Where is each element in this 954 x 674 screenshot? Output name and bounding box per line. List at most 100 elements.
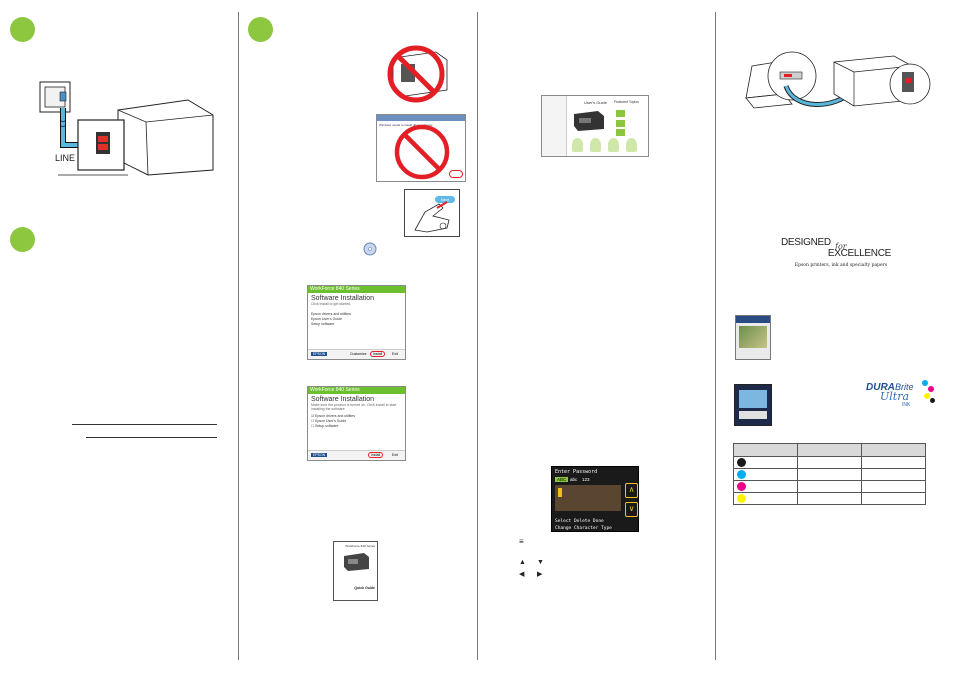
lcd-footer-line1: Select Delete Done xyxy=(555,519,604,524)
cancel-prohibition-icon xyxy=(394,124,450,180)
booklet-subtitle: Quick Guide xyxy=(354,586,375,590)
window-title-bar: WorkForce 840 Series xyxy=(308,286,405,293)
logo-for: for xyxy=(835,242,847,251)
install-option-checked: ☐ Epson User's Guide xyxy=(311,419,347,423)
lcd-tab[interactable]: abc xyxy=(570,477,578,482)
table-row xyxy=(733,492,926,505)
lcd-tab[interactable]: 123 xyxy=(582,477,590,482)
text-cursor xyxy=(558,488,562,497)
topic-tile xyxy=(608,138,619,152)
cyan-ink-dot xyxy=(737,470,746,479)
window-footer: EPSON Customize Install Exit xyxy=(308,349,405,359)
up-arrow-button[interactable]: ∧ xyxy=(625,483,638,498)
table-header-cell xyxy=(861,443,926,457)
topic-tile xyxy=(572,138,583,152)
printer-icon xyxy=(574,111,604,131)
photo-paper-package xyxy=(735,315,771,360)
color-cell xyxy=(733,480,798,493)
designed-for-excellence-logo: DESIGNED for EXCELLENCE Epson printers, … xyxy=(781,237,901,268)
table-header-cell xyxy=(797,443,862,457)
customize-button[interactable]: Customize xyxy=(350,352,367,356)
ink-drop-icon xyxy=(922,380,928,386)
ink-cartridge-table xyxy=(733,443,926,505)
printer-icon xyxy=(344,553,369,571)
table-cell xyxy=(797,480,862,493)
install-button[interactable]: Install xyxy=(368,452,384,458)
down-arrow-button[interactable]: ∨ xyxy=(625,502,638,517)
software-installation-screen-2: WorkForce 840 Series Software Installati… xyxy=(307,386,406,461)
durabrite-ultra: Ultra xyxy=(880,390,910,403)
next-button[interactable]: Next xyxy=(435,196,455,203)
table-header-row xyxy=(733,443,926,457)
table-cell xyxy=(861,492,926,505)
step-marker-green xyxy=(10,227,35,252)
table-cell xyxy=(797,456,862,469)
cd-icon xyxy=(363,242,377,256)
durabrite-ink: INK xyxy=(902,402,911,408)
window-heading: Software Installation xyxy=(311,396,375,403)
window-heading: Software Installation xyxy=(311,295,375,302)
durabrite-ultra-logo: DURA Brite Ultra INK xyxy=(862,380,935,410)
column-divider-2 xyxy=(477,12,478,660)
epson-logo: EPSON xyxy=(311,352,328,356)
install-option: Epson drivers and utilities xyxy=(311,312,351,316)
table-cell xyxy=(861,468,926,481)
topic-tile xyxy=(590,138,601,152)
ink-cartridge-package xyxy=(734,384,772,426)
password-input-area[interactable] xyxy=(555,485,621,511)
logo-designed: DESIGNED xyxy=(781,237,831,248)
column-divider-3 xyxy=(715,12,716,660)
window-subtitle: Make sure the product is turned on. Clic… xyxy=(311,403,397,411)
logo-excellence: EXCELLENCE xyxy=(827,248,891,259)
epson-logo: EPSON xyxy=(311,453,328,457)
up-arrow-icon: ▲ xyxy=(519,559,526,566)
column-divider-1 xyxy=(238,12,239,660)
users-guide-window: User's Guide Featured Topics xyxy=(541,95,649,157)
install-option-checked: ☐ Setup software xyxy=(311,424,339,428)
lcd-footer-line2: Change Character Type xyxy=(555,526,612,531)
durabrite-dura: DURA xyxy=(866,382,895,393)
cancel-highlight xyxy=(449,170,463,178)
usb-connection-illustration xyxy=(745,51,931,109)
install-button[interactable]: Install xyxy=(370,351,386,357)
window-title-bar: WorkForce 840 Series xyxy=(308,387,405,394)
fill-in-line xyxy=(86,437,217,438)
topic-thumbnail xyxy=(616,120,625,127)
topic-thumbnail xyxy=(616,110,625,117)
software-installation-screen-1: WorkForce 840 Series Software Installati… xyxy=(307,285,406,360)
table-header-cell xyxy=(733,443,798,457)
magenta-ink-dot xyxy=(737,482,746,491)
lcd-title: Enter Password xyxy=(555,469,598,475)
installer-dialog-next: Next xyxy=(404,189,460,237)
no-printer-connected-warning-icon xyxy=(387,45,448,103)
install-option: Epson User's Guide xyxy=(311,317,343,321)
black-ink-dot xyxy=(737,458,746,467)
exit-button[interactable]: Exit xyxy=(392,453,398,457)
ink-drop-icon xyxy=(928,386,934,392)
exit-button[interactable]: Exit xyxy=(392,352,398,356)
install-option-label: Setup software xyxy=(315,424,339,428)
table-cell xyxy=(797,492,862,505)
install-option-label: Epson drivers and utilities xyxy=(315,414,356,418)
yellow-ink-dot xyxy=(737,494,746,503)
window-subtitle: Click Install to get started. xyxy=(311,302,352,306)
quick-guide-booklet: WorkForce 840 Series Quick Guide xyxy=(333,541,378,601)
fill-in-line xyxy=(72,424,217,425)
durabrite-brite: Brite xyxy=(895,382,914,392)
guide-sidebar xyxy=(542,96,567,156)
line-port-label: LINE xyxy=(55,153,76,163)
left-arrow-icon: ◀ xyxy=(519,571,525,578)
booklet-title: WorkForce 840 Series xyxy=(345,544,375,548)
install-option-label: Epson User's Guide xyxy=(315,419,347,423)
table-cell xyxy=(861,480,926,493)
step-marker-green xyxy=(10,17,35,42)
down-arrow-icon: ▼ xyxy=(537,559,544,566)
topic-tile xyxy=(626,138,637,152)
hand-pointer-icon xyxy=(414,201,450,233)
color-cell xyxy=(733,456,798,469)
ink-drop-icon xyxy=(930,398,935,403)
ink-drop-icon xyxy=(924,393,930,399)
color-cell xyxy=(733,492,798,505)
lcd-tab-active[interactable]: ABC xyxy=(555,477,569,482)
logo-tagline: Epson printers, ink and specialty papers xyxy=(794,263,888,268)
